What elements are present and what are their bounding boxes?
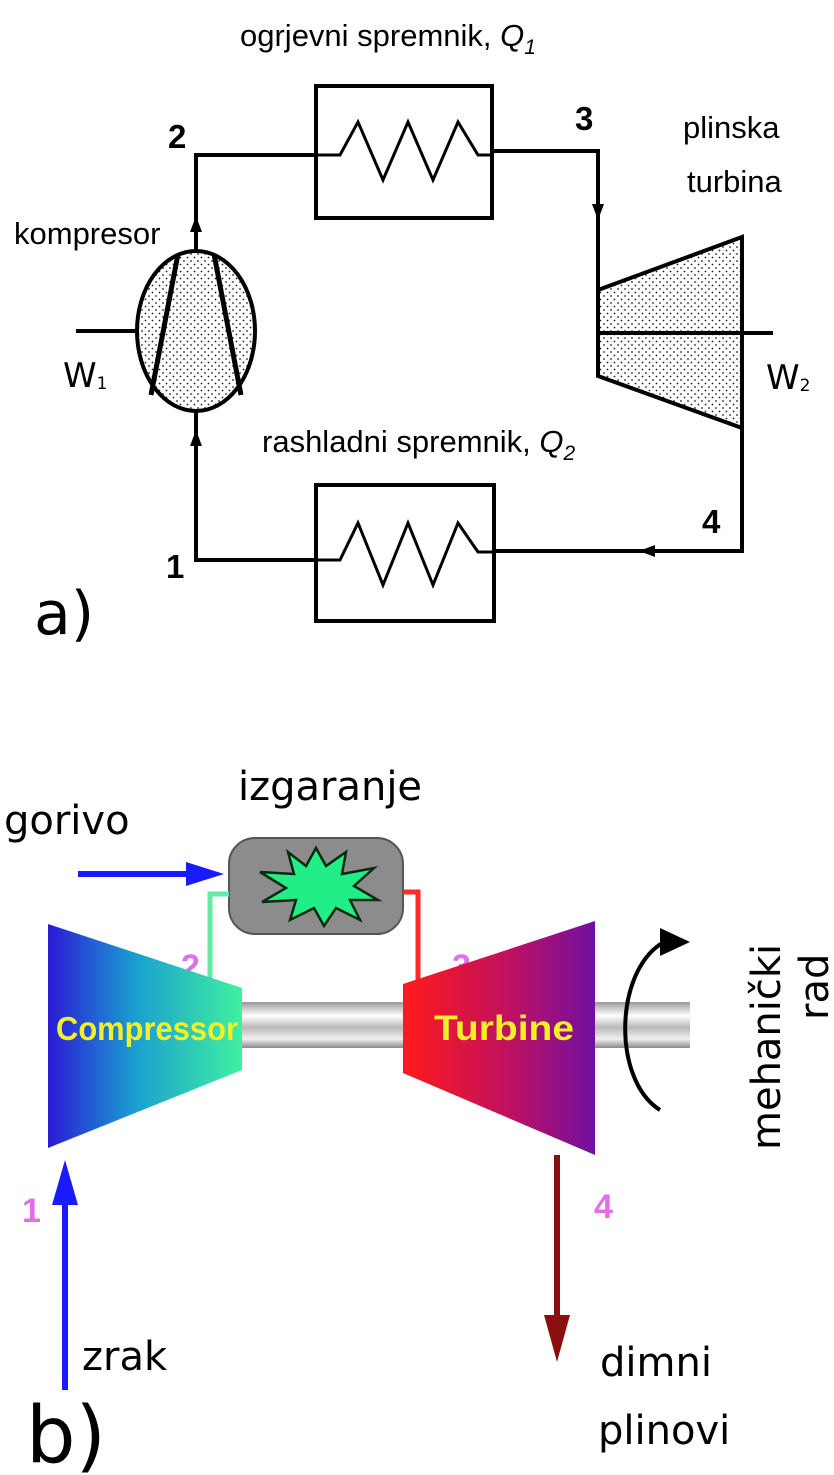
point-2-label: 2	[168, 118, 186, 155]
pipe-combustor-turbine	[403, 889, 421, 990]
air-label: zrak	[82, 1334, 168, 1380]
compressor-body	[48, 924, 242, 1148]
arrow-up-compressor-in	[190, 430, 202, 446]
cooler-box	[314, 483, 496, 623]
diagram-b: izgaranje gorivo 2 3 1 4 Compressor Turb…	[4, 764, 834, 1475]
turbine-label-b: Turbine	[434, 1009, 574, 1048]
point-3-label: 3	[575, 100, 593, 137]
work-in-label: W1	[63, 356, 107, 396]
work-out-label: W2	[766, 358, 810, 398]
exhaust-arrow-head	[544, 1315, 570, 1362]
compressor-label-b: Compressor	[56, 1010, 238, 1047]
point-4-label-b: 4	[594, 1188, 613, 1226]
air-arrow-head	[52, 1160, 78, 1205]
panel-b-label: b)	[26, 1391, 106, 1475]
turbine-label-line2: turbina	[687, 164, 783, 199]
pipe-turbine-4-cooler	[494, 428, 744, 553]
exhaust-label-line2: plinovi	[598, 1408, 730, 1454]
combustion-label: izgaranje	[238, 764, 422, 810]
heater-label: ogrjevni spremnik, Q1	[240, 18, 536, 59]
compressor-symbol	[135, 249, 257, 413]
turbine-label-line1: plinska	[683, 110, 780, 145]
point-1-label: 1	[166, 548, 184, 585]
point-4-label: 4	[702, 503, 721, 540]
turbine-body	[403, 921, 595, 1155]
work-label-line1: mehanički	[744, 944, 790, 1150]
exhaust-label-line1: dimni	[600, 1340, 712, 1386]
pipe-2-heater	[194, 153, 316, 268]
rotation-arrow	[623, 940, 666, 1112]
pipe-heater-3	[492, 149, 600, 290]
rotation-arrow-head	[660, 928, 690, 956]
work-label-line2: rad	[792, 954, 834, 1020]
fuel-label: gorivo	[4, 798, 130, 844]
compressor-label: kompresor	[14, 216, 160, 251]
flame-icon	[259, 845, 383, 929]
fuel-arrow-head	[186, 862, 224, 886]
diagram-a: ogrjevni spremnik, Q1 2 3 4 1 plinska tu…	[14, 18, 810, 649]
arrow-up-compressor-out	[190, 216, 202, 232]
cooler-label: rashladni spremnik, Q2	[262, 424, 576, 465]
arrow-into-turbine	[592, 204, 604, 220]
heater-box	[314, 84, 494, 220]
pipe-cooler-1-compressor	[194, 411, 316, 562]
arrow-into-cooler	[639, 545, 655, 557]
cooler-coil	[316, 518, 494, 590]
pipe-compressor-combustor	[207, 891, 229, 990]
point-1-label-b: 1	[22, 1192, 41, 1230]
panel-a-label: a)	[34, 579, 94, 649]
heater-coil	[316, 118, 492, 184]
